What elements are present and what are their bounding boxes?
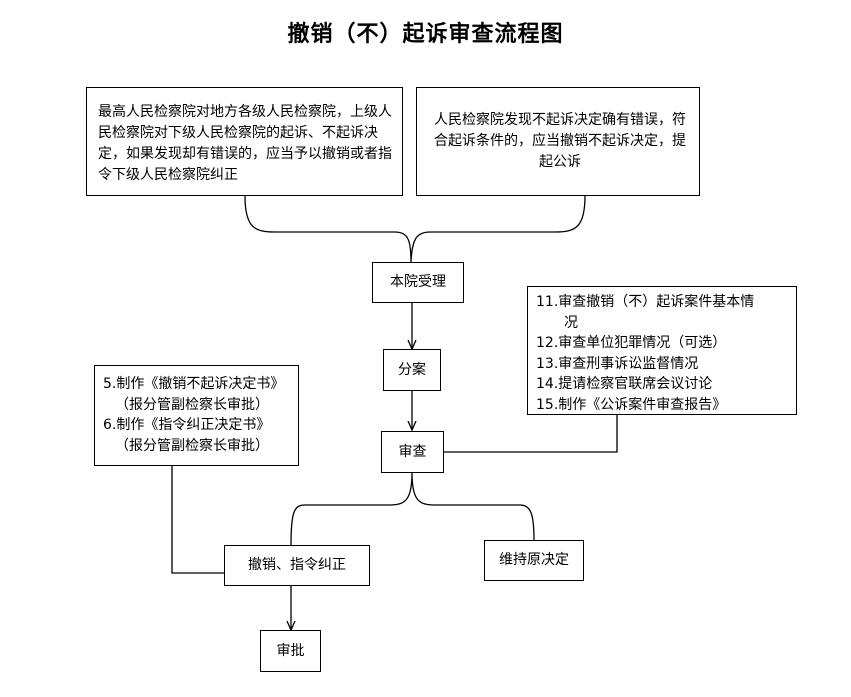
items-to-review-line [444, 415, 618, 453]
doc-5-note: （报分管副检察长审批） [115, 396, 269, 413]
maintain-label: 维持原决定 [499, 552, 569, 568]
review-item-11: 11.审查撤销（不）起诉案件基本情 [536, 294, 755, 310]
doc-6-note: （报分管副检察长审批） [115, 437, 269, 454]
documents-box: 5.制作《撤销不起诉决定书》 （报分管副检察长审批） 6.制作《指令纠正决定书》… [94, 365, 299, 466]
review-item-11-cont: 况 [564, 314, 578, 331]
review-items-box: 11.审查撤销（不）起诉案件基本情 况 12.审查单位犯罪情况（可选） 13.审… [527, 286, 797, 415]
review-item-12: 12.审查单位犯罪情况（可选） [536, 335, 727, 351]
top-brace-connector [244, 195, 586, 263]
self-discovery-box: 人民检察院发现不起诉决定确有错误，符合起诉条件的，应当撤销不起诉决定，提起公诉 [416, 87, 700, 196]
revoke-box: 撤销、指令纠正 [224, 545, 370, 586]
approve-label: 审批 [276, 642, 305, 659]
review-item-15: 15.制作《公诉案件审查报告》 [536, 396, 727, 413]
page-title: 撤销（不）起诉审查流程图 [287, 22, 564, 47]
review-split-brace [290, 472, 535, 546]
revoke-label: 撤销、指令纠正 [248, 557, 346, 573]
doc-6: 6.制作《指令纠正决定书》 [103, 417, 271, 433]
documents-to-revoke-line [171, 466, 224, 574]
review-item-14: 14.提请检察官联席会议讨论 [536, 376, 713, 392]
review-label: 审查 [398, 443, 427, 460]
self-discovery-text: 人民检察院发现不起诉决定确有错误，符合起诉条件的，应当撤销不起诉决定，提起公诉 [434, 112, 686, 170]
accept-box: 本院受理 [372, 262, 464, 303]
doc-5: 5.制作《撤销不起诉决定书》 [103, 376, 285, 392]
superior-procuratorate-text: 最高人民检察院对地方各级人民检察院，上级人民检察院对下级人民检察院的起诉、不起诉… [98, 104, 392, 183]
review-item-13: 13.审查刑事诉讼监督情况 [536, 355, 699, 372]
assign-label: 分案 [398, 361, 426, 378]
review-box: 审查 [381, 431, 444, 473]
superior-procuratorate-box: 最高人民检察院对地方各级人民检察院，上级人民检察院对下级人民检察院的起诉、不起诉… [86, 87, 403, 196]
assign-box: 分案 [383, 349, 441, 391]
accept-label: 本院受理 [390, 274, 446, 290]
maintain-box: 维持原决定 [484, 540, 584, 581]
approve-box: 审批 [260, 630, 321, 672]
